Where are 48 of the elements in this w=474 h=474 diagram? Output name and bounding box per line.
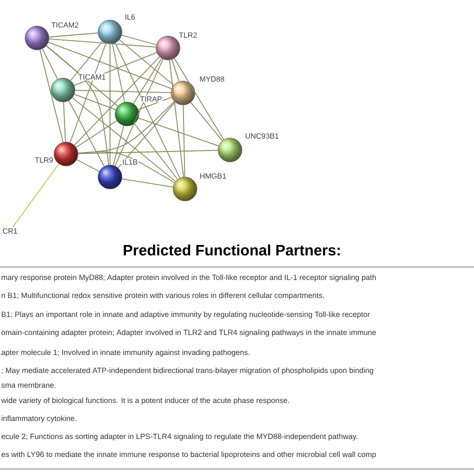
- interaction-line: [78, 150, 218, 154]
- interaction-line: [40, 49, 64, 143]
- interaction-line: [169, 60, 184, 178]
- interaction-line: [171, 59, 180, 82]
- interaction-line: [78, 151, 175, 184]
- protein-node: [170, 80, 196, 106]
- protein-node: [218, 138, 242, 162]
- interaction-line: [74, 56, 160, 146]
- interaction-line: [190, 102, 223, 142]
- interaction-line: [12, 163, 60, 228]
- protein-node: [24, 26, 50, 50]
- protein-node: [54, 142, 78, 166]
- interaction-line: [138, 118, 219, 146]
- interaction-line: [42, 48, 58, 80]
- protein-node: [98, 164, 122, 190]
- interaction-line: [114, 42, 180, 178]
- interaction-line: [46, 45, 118, 107]
- protein-node: [98, 20, 122, 44]
- interaction-line: [46, 45, 110, 166]
- protein-node: [172, 176, 198, 202]
- interaction-line: [68, 100, 105, 167]
- interaction-line: [114, 58, 164, 166]
- interaction-line: [133, 58, 162, 104]
- interaction-line: [134, 123, 178, 180]
- interaction-line: [182, 104, 186, 178]
- interaction-line: [112, 43, 125, 102]
- interaction-line: [70, 43, 106, 143]
- interaction-line: [63, 102, 66, 142]
- protein-node: [50, 78, 76, 102]
- interaction-line: [118, 39, 174, 86]
- interaction-line: [72, 97, 176, 182]
- interaction-line: [76, 159, 100, 172]
- interaction-line: [74, 94, 116, 110]
- interaction-line: [48, 38, 156, 48]
- heading: Predicted Functional Partners:: [124, 244, 340, 256]
- interaction-line: [121, 34, 157, 46]
- interaction-line: [174, 58, 224, 140]
- interaction-line: [118, 102, 176, 168]
- interaction-line: [74, 90, 172, 94]
- interaction-line: [76, 120, 118, 148]
- interaction-line: [48, 42, 172, 90]
- protein-node: [114, 102, 140, 126]
- interaction-line: [138, 96, 172, 110]
- interaction-line: [122, 178, 174, 188]
- protein-node: [156, 36, 180, 60]
- interaction-line: [70, 41, 103, 81]
- interaction-line: [112, 125, 124, 166]
- interaction-line: [48, 32, 98, 38]
